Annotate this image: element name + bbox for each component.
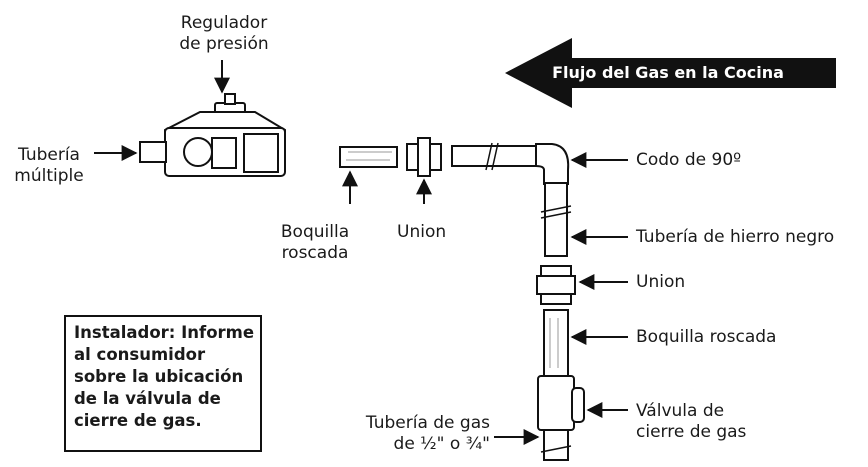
black-iron-pipe-horizontal (451, 142, 543, 171)
elbow-90 (535, 143, 570, 185)
gas-shutoff-valve (537, 375, 585, 431)
flow-arrow (505, 38, 836, 108)
label-elbow: Codo de 90º (636, 150, 742, 170)
note-line: de la válvula de (74, 389, 221, 408)
label-regulator-line1: Regulador (180, 13, 268, 33)
label-regulator-line2: de presión (179, 34, 269, 54)
black-iron-pipe-vertical (540, 182, 572, 257)
pointer-arrows (342, 152, 628, 445)
label-nipple-left: Boquilla roscada (268, 222, 362, 264)
label-valve-line1: Válvula de (636, 401, 725, 421)
note-line: cierre de gas. (74, 411, 202, 430)
label-union-right: Union (636, 272, 686, 292)
threaded-nipple-horizontal (339, 146, 398, 168)
label-union-left: Union (397, 222, 447, 242)
note-line: Instalador: Informe (74, 323, 255, 342)
gas-supply-pipe (540, 429, 572, 461)
label-manifold-line1: Tubería (18, 145, 80, 165)
threaded-nipple-vertical (543, 309, 569, 377)
label-manifold: Tubería múltiple (4, 145, 94, 187)
label-gas-pipe: Tubería de gas de ½" o ¾" (336, 413, 490, 455)
label-nipple-left-line1: Boquilla (280, 222, 350, 242)
label-nipple-left-line2: roscada (281, 243, 349, 263)
label-gas-pipe-line1: Tubería de gas (365, 413, 490, 433)
label-nipple-right: Boquilla roscada (636, 327, 777, 347)
flow-direction-text: Flujo del Gas en la Cocina (552, 63, 784, 82)
label-black-iron-pipe: Tubería de hierro negro (636, 227, 835, 247)
label-valve-line2: cierre de gas (636, 422, 747, 442)
pressure-regulator (139, 93, 286, 177)
label-gas-pipe-line2: de ½" o ¾" (393, 434, 490, 454)
installer-note-box: Instalador: Informe al consumidor sobre … (64, 315, 262, 452)
note-line: sobre la ubicación (74, 367, 244, 386)
label-manifold-line2: múltiple (14, 166, 84, 186)
label-regulator: Regulador de presión (172, 13, 276, 55)
union-horizontal (406, 137, 442, 177)
label-valve: Válvula de cierre de gas (636, 401, 746, 443)
union-vertical (536, 265, 576, 305)
note-line: al consumidor (74, 345, 206, 364)
